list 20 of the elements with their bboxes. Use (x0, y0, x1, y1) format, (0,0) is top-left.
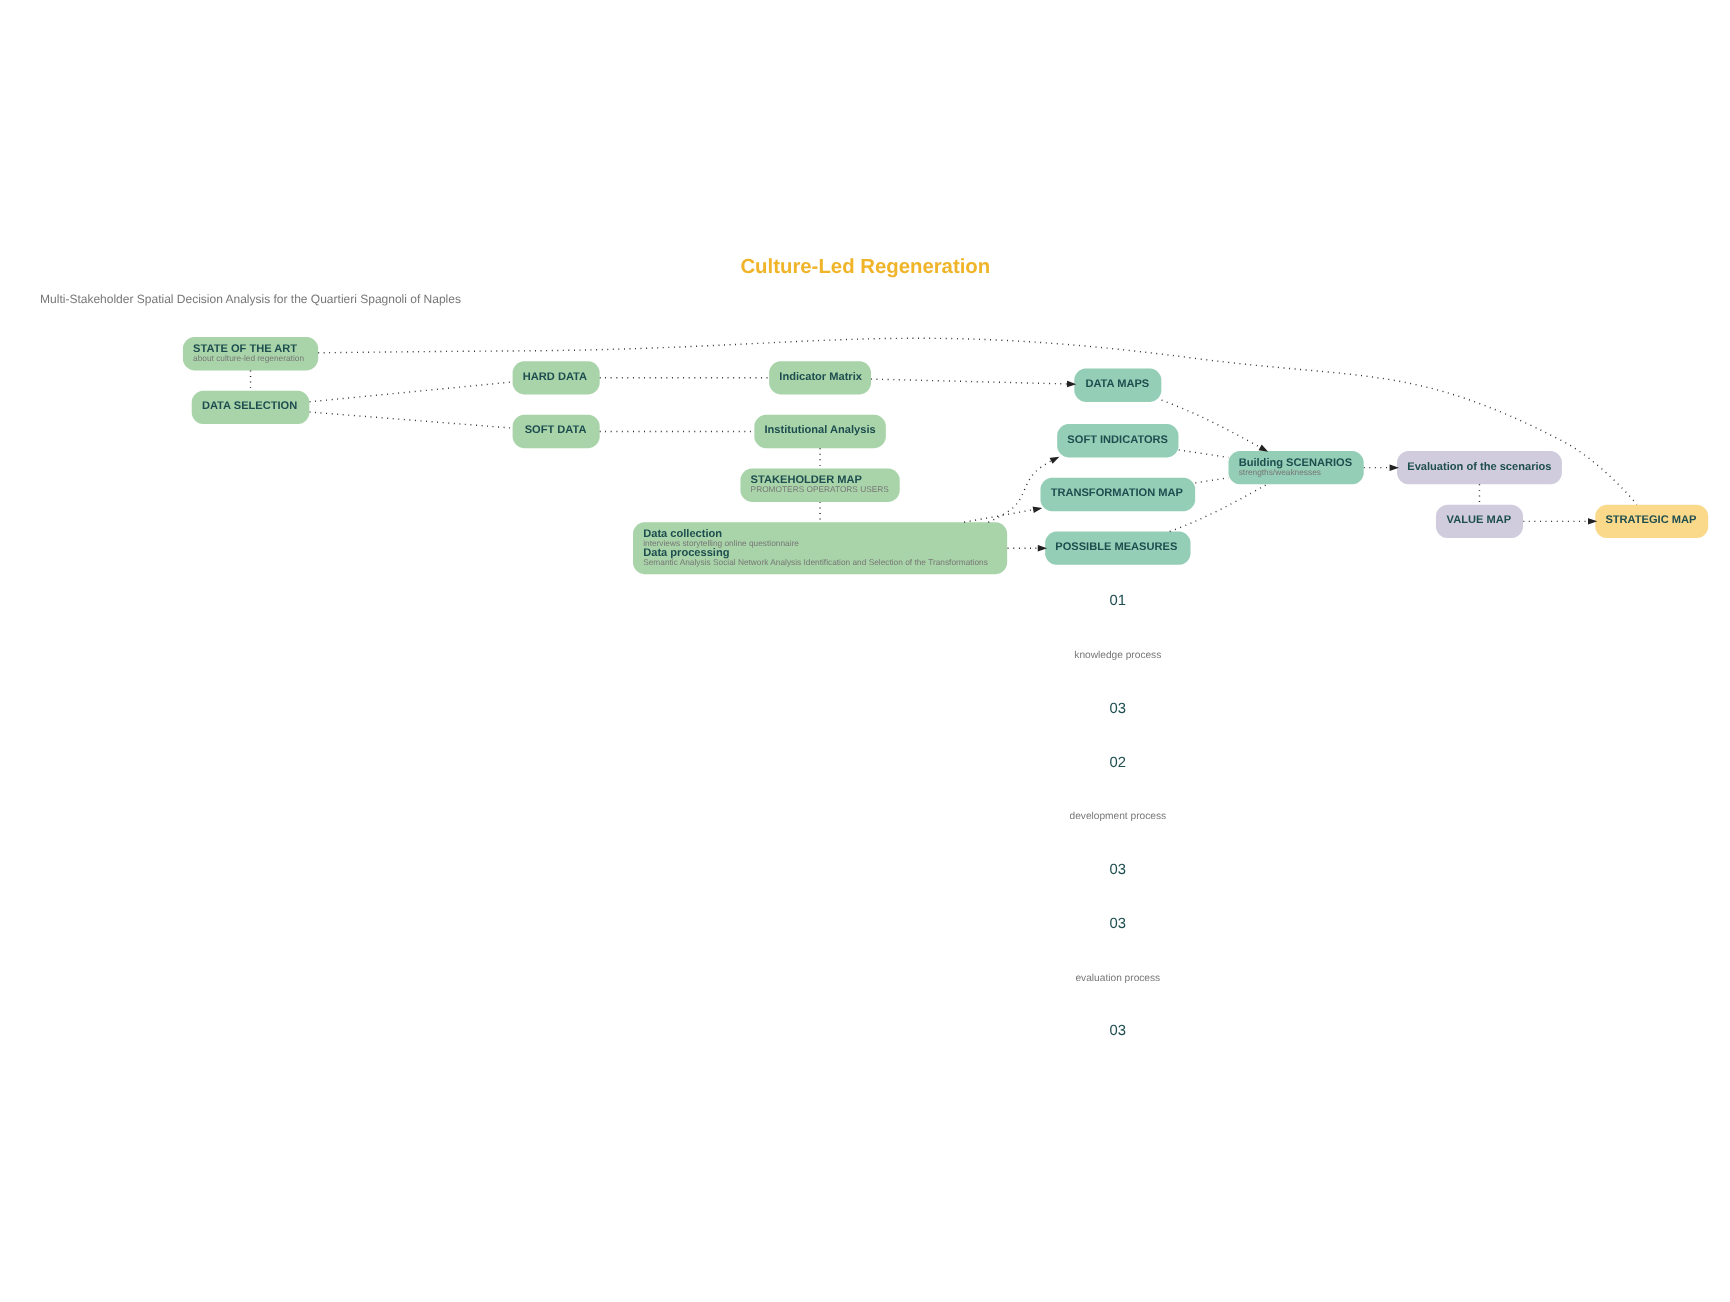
arrow (963, 506, 1043, 523)
connector (308, 411, 514, 429)
label: 03 (1109, 1021, 1127, 1040)
arrow (1160, 399, 1269, 452)
connector (599, 430, 755, 433)
label: 03 (1109, 860, 1127, 878)
diagram-title: Culture-Led Regeneration (740, 256, 991, 279)
label: 03 (1109, 913, 1127, 932)
label: 01 (1109, 591, 1127, 610)
label: 02 (1109, 752, 1127, 771)
arrow (1363, 464, 1399, 471)
connector (308, 381, 514, 403)
connector (1169, 483, 1268, 533)
arrow (987, 456, 1060, 523)
label: 03 (1109, 698, 1127, 717)
connector (1194, 477, 1229, 484)
arrow (870, 378, 1077, 388)
arrow (1006, 544, 1048, 552)
connector (1178, 449, 1230, 459)
arrow (1522, 518, 1598, 525)
